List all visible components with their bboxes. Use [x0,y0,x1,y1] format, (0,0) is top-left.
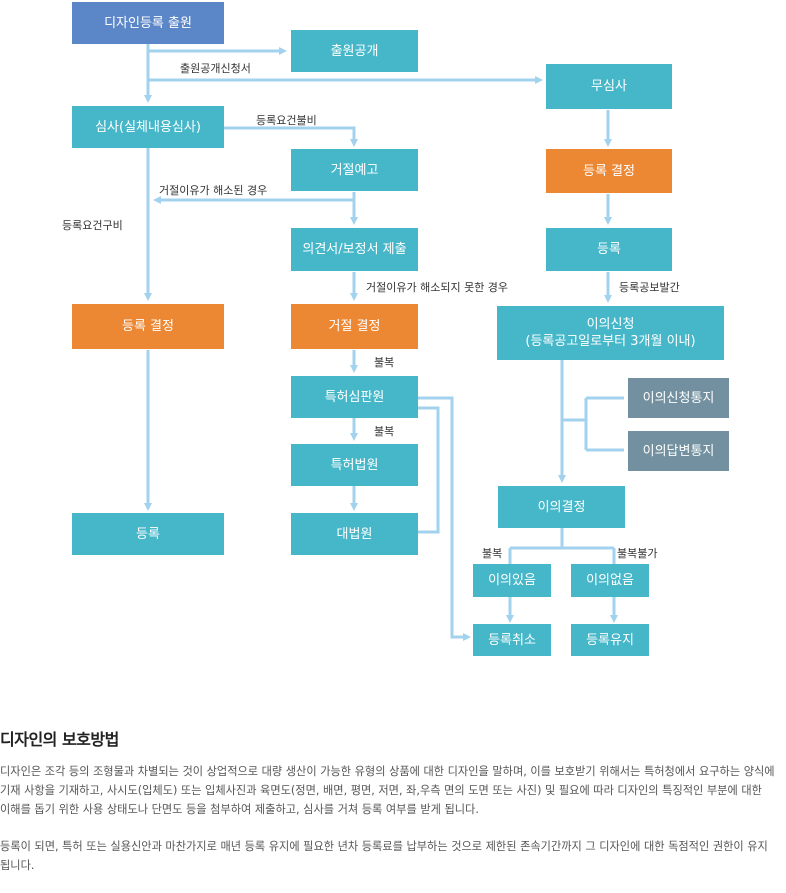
objection-reply-box: 이의답변통지 [628,431,729,471]
label-reason-resolved: 거절이유가 해소된 경우 [159,184,268,197]
label-appeal-no: 불복불가 [617,547,658,560]
label-appeal-1: 불복 [374,356,395,369]
reg-decision-right-box: 등록 결정 [546,149,672,193]
objection-box: 이의신청 (등록공고일로부터 3개월 이내) [497,306,724,360]
design-registration-flowchart: 디자인등록 출원 출원공개 무심사 심사(실체내용심사) 거절예고 등록 결정 … [62,2,729,656]
protection-paragraph-1: 디자인은 조각 등의 조형물과 차별되는 것이 상업적으로 대량 생산이 가능한… [0,765,775,816]
patent-tribunal-box: 특허심판원 [291,376,418,418]
objection-period: (등록공고일로부터 3개월 이내) [525,334,696,349]
line-tribunal-to-cancel [418,396,471,641]
branch-decision [508,528,616,564]
label-reg-gazette: 등록공보발간 [619,281,680,294]
reg-decision-left-box: 등록 결정 [72,304,224,349]
objection-title: 이의신청 [586,317,635,332]
publication-box: 출원공개 [291,30,418,72]
label-appeal-2: 불복 [374,425,395,438]
branch-objection-notices [562,396,624,452]
reg-cancel-box: 등록취소 [473,624,551,656]
register-left-box: 등록 [72,513,224,555]
label-appeal-3: 불복 [482,547,503,560]
exam-box: 심사(실체내용심사) [72,106,224,148]
application-box: 디자인등록 출원 [72,2,224,44]
objection-decision-box: 이의결정 [498,486,625,528]
patent-court-box: 특허법원 [291,444,418,486]
register-right-box: 등록 [546,228,672,271]
label-pub-request: 출원공개신청서 [180,62,251,75]
label-reg-meet: 등록요건구비 [62,219,123,232]
objection-no-box: 이의없음 [571,564,649,597]
label-reason-not-resolved: 거절이유가 해소되지 못한 경우 [366,281,509,294]
arrow-exam-to-rejection-notice [204,126,358,147]
protection-section: 디자인의 보호방법 디자인은 조각 등의 조형물과 차별되는 것이 상업적으로 … [0,726,786,893]
no-exam-box: 무심사 [546,64,672,109]
rejection-decision-box: 거절 결정 [291,304,418,349]
protection-paragraph-2: 등록이 되면, 특허 또는 실용신안과 마찬가지로 매년 등록 유지에 필요한 … [0,840,768,872]
supreme-court-box: 대법원 [291,513,418,555]
objection-yes-box: 이의있음 [473,564,551,597]
label-reg-fail: 등록요건불비 [256,114,317,127]
line-tribunal-supreme [418,406,440,534]
objection-notice-box: 이의신청통지 [628,378,729,418]
protection-title: 디자인의 보호방법 [0,730,119,749]
opinion-submit-box: 의견서/보정서 제출 [291,228,418,271]
rejection-notice-box: 거절예고 [291,149,418,191]
flow-arrows [144,44,624,641]
reg-keep-box: 등록유지 [571,624,649,656]
